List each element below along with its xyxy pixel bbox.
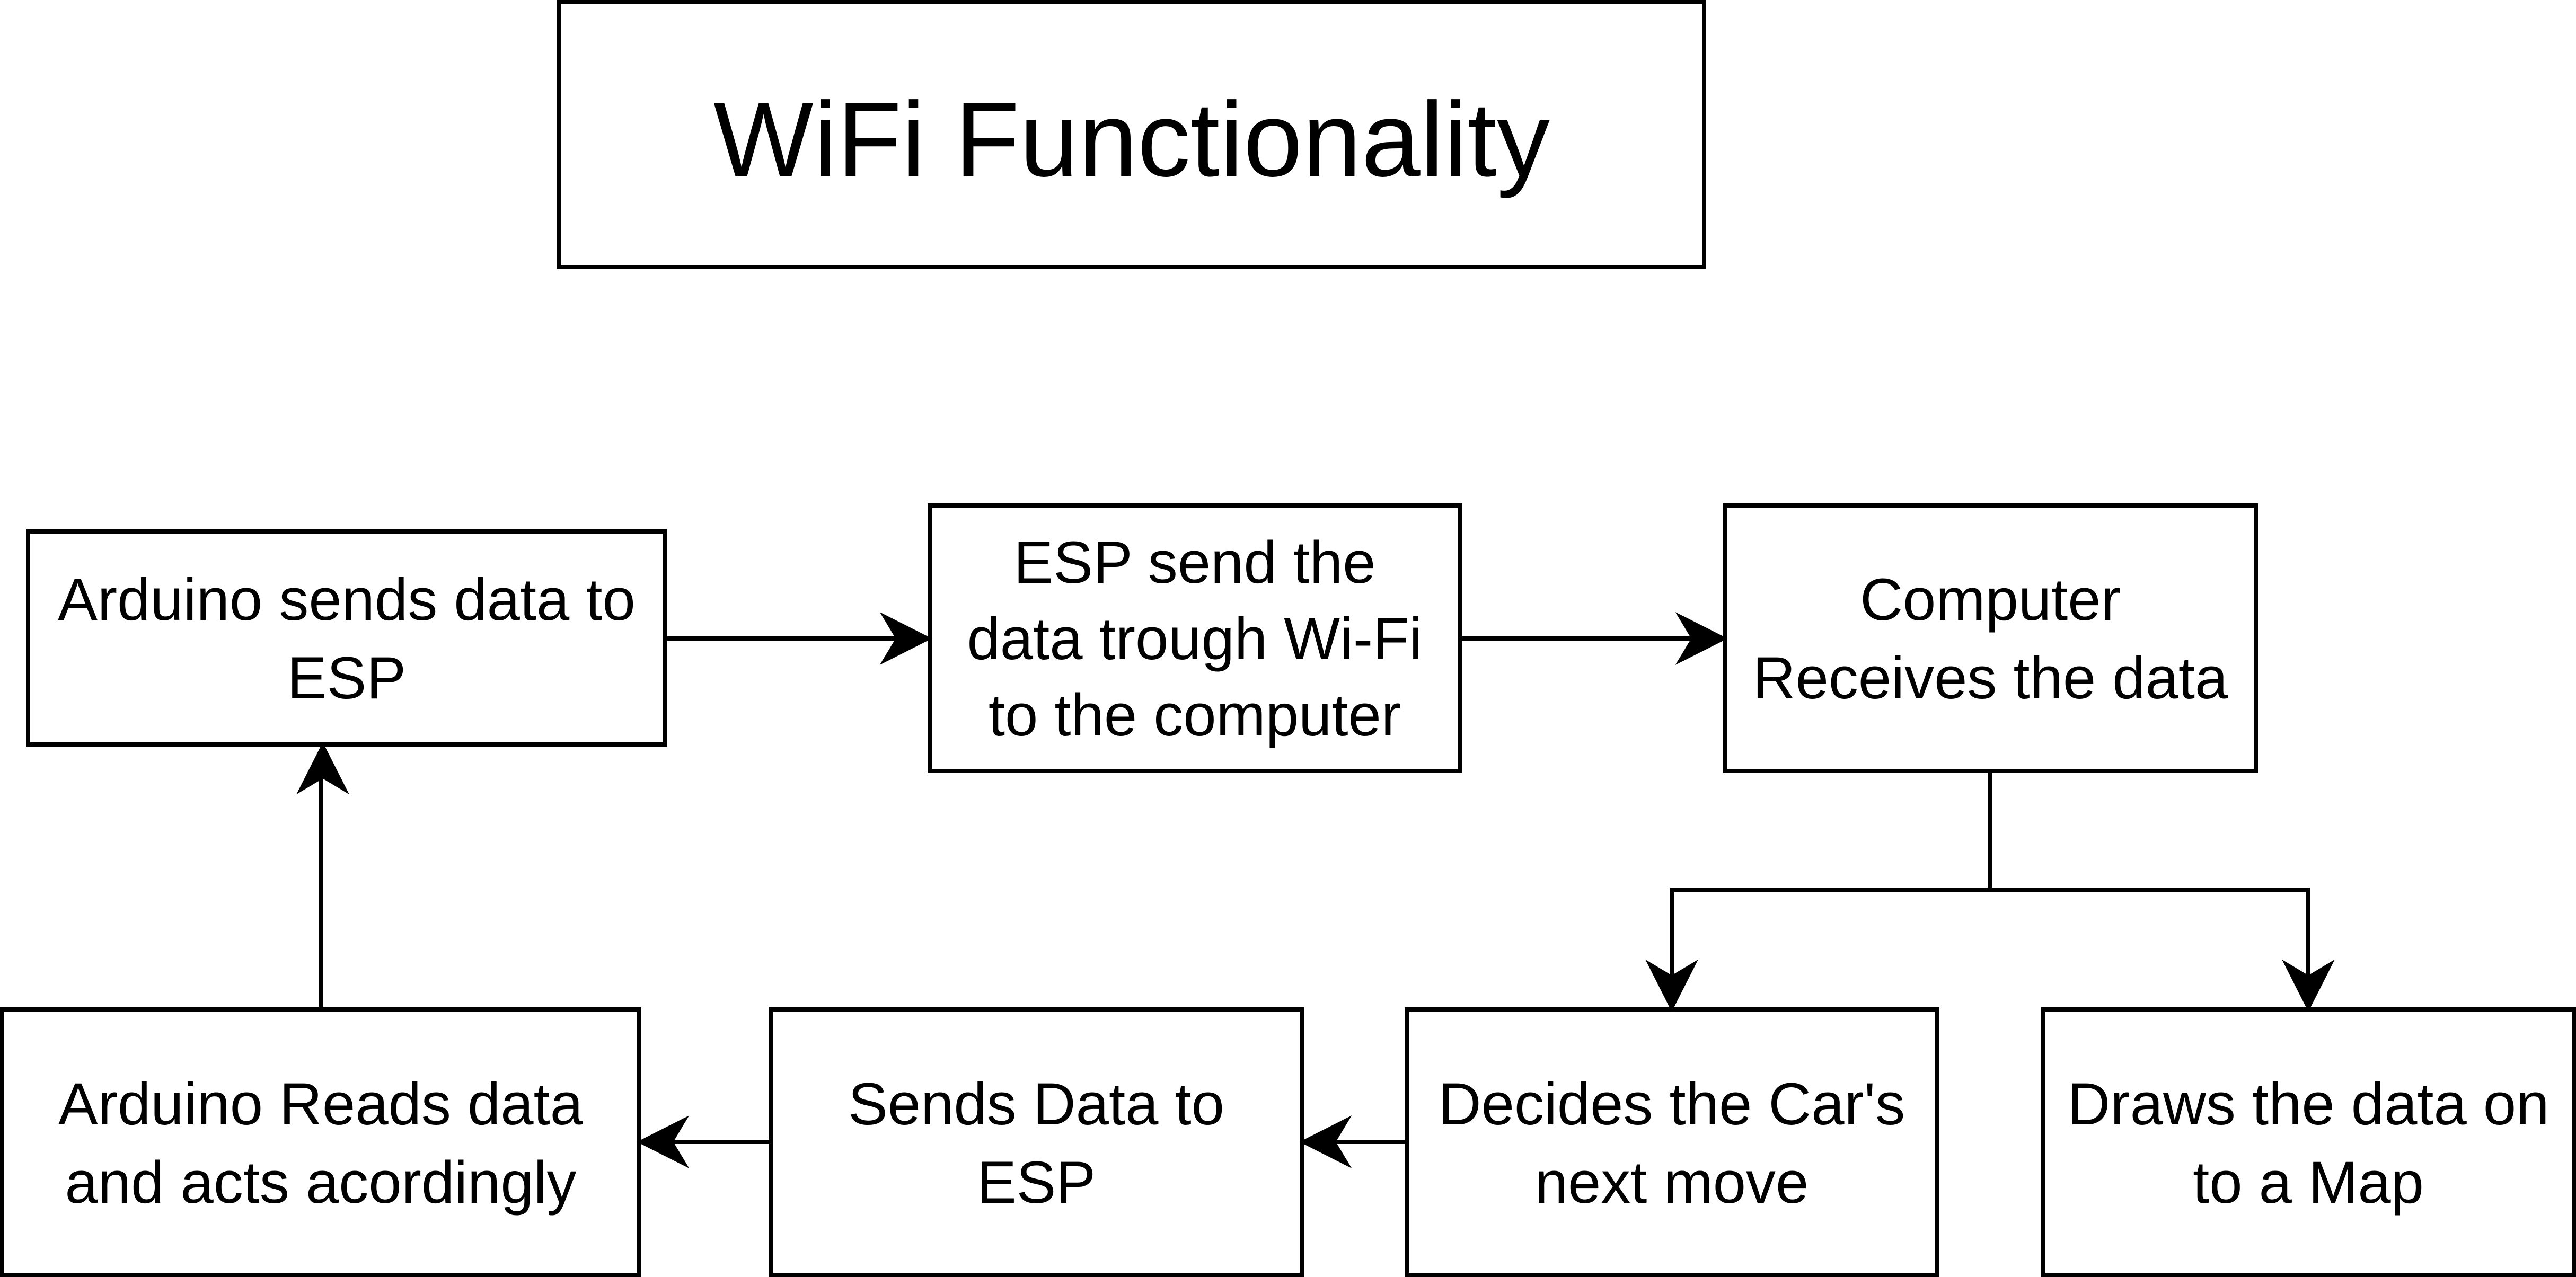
node-arduino-sends: Arduino sends data to ESP xyxy=(26,529,667,747)
arrowhead-up xyxy=(296,742,349,795)
node-computer-receives-line2: Receives the data xyxy=(1753,645,2228,711)
arrowhead-down xyxy=(1645,959,1698,1012)
node-arduino-reads: Arduino Reads data and acts acordingly xyxy=(0,1007,641,1277)
edge-decides-to-sends xyxy=(1299,1115,1407,1168)
node-decides-move-line2: next move xyxy=(1535,1149,1809,1216)
diagram-title: WiFi Functionality xyxy=(713,81,1550,199)
title-box: WiFi Functionality xyxy=(557,0,1706,269)
node-sends-data: Sends Data to ESP xyxy=(769,1007,1304,1277)
node-draws-map: Draws the data on to a Map xyxy=(2041,1007,2576,1277)
node-draws-map-line1: Draws the data on xyxy=(2068,1071,2549,1137)
edge-arduino-to-esp xyxy=(665,612,932,665)
arrowhead-down xyxy=(2282,959,2335,1012)
node-decides-move-line1: Decides the Car's xyxy=(1439,1071,1905,1137)
node-sends-data-line1: Sends Data to xyxy=(848,1071,1224,1137)
node-esp-send-line3: to the computer xyxy=(989,682,1401,748)
node-esp-send: ESP send the data trough Wi-Fi to the co… xyxy=(928,503,1462,773)
node-draws-map-line2: to a Map xyxy=(2193,1149,2424,1216)
arrowhead-left xyxy=(1299,1115,1352,1168)
node-arduino-sends-line2: ESP xyxy=(287,645,406,711)
edge-esp-to-computer xyxy=(1460,612,1728,665)
arrowhead-right xyxy=(1675,612,1728,665)
node-esp-send-line1: ESP send the xyxy=(1014,529,1376,596)
node-computer-receives: Computer Receives the data xyxy=(1723,503,2258,773)
node-decides-move: Decides the Car's next move xyxy=(1405,1007,1939,1277)
node-arduino-sends-line1: Arduino sends data to xyxy=(58,566,636,633)
edge-sends-to-arduino-reads xyxy=(637,1115,771,1168)
node-arduino-reads-line1: Arduino Reads data xyxy=(58,1071,584,1137)
edge-arduino-reads-to-sends xyxy=(296,742,349,1009)
node-computer-receives-line1: Computer xyxy=(1860,566,2121,633)
arrowhead-left xyxy=(637,1115,690,1168)
edge-computer-split xyxy=(1645,771,2335,1012)
node-esp-send-line2: data trough Wi-Fi xyxy=(967,606,1423,672)
node-arduino-reads-line2: and acts acordingly xyxy=(65,1149,576,1216)
arrowhead-right xyxy=(879,612,932,665)
node-sends-data-line2: ESP xyxy=(977,1149,1096,1216)
